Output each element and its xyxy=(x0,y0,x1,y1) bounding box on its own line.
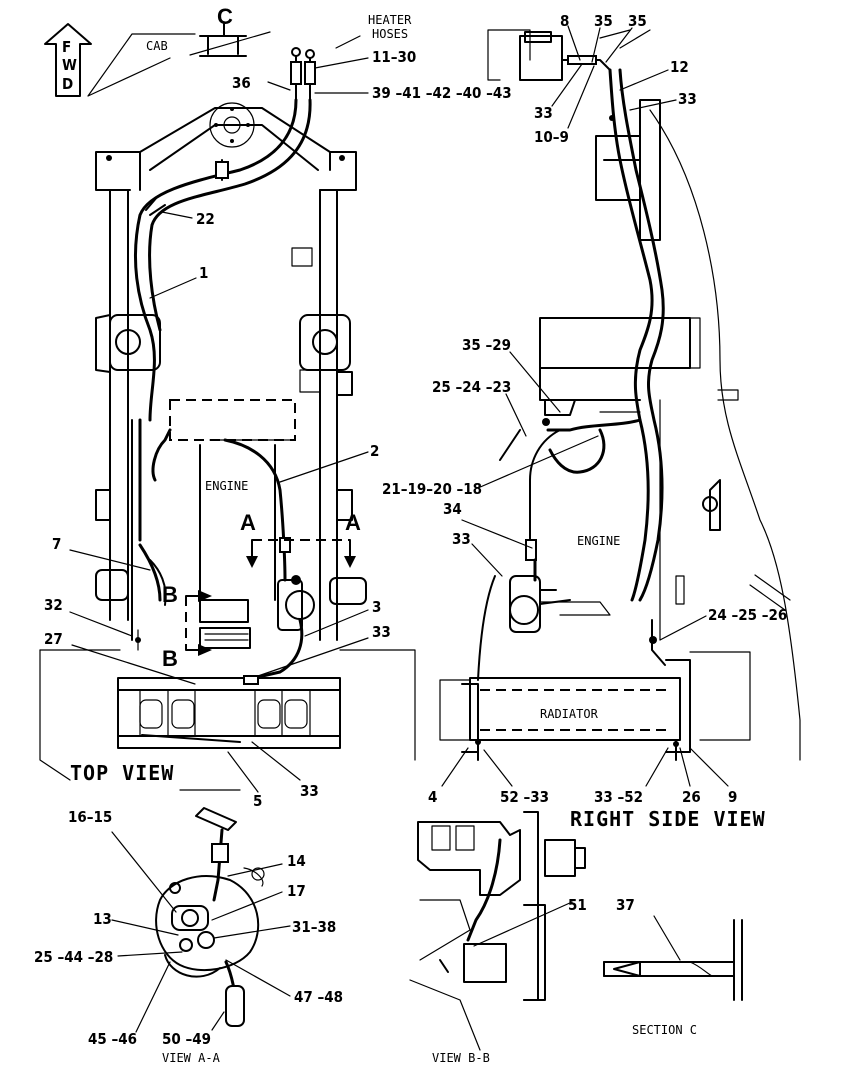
callout-33-top: 33 xyxy=(372,623,391,641)
callout-25-24-23: 25 –24 –23 xyxy=(432,378,511,396)
callout-1: 1 xyxy=(199,264,208,282)
fwd-letter-w: W xyxy=(62,56,77,74)
hose-routing-top xyxy=(131,98,312,743)
callout-9: 9 xyxy=(728,788,737,806)
top-view-frame: ENGINE xyxy=(39,102,416,791)
callout-2: 2 xyxy=(370,442,379,460)
callout-25-44-28: 25 –44 –28 xyxy=(34,948,113,966)
callout-39-41-42-40-43: 39 –41 –42 –40 –43 xyxy=(372,84,512,102)
callout-26: 26 xyxy=(682,788,701,806)
callout-12: 12 xyxy=(670,58,689,76)
cab-label: CAB xyxy=(146,39,168,53)
callout-5: 5 xyxy=(253,792,262,810)
callout-17: 17 xyxy=(287,882,306,900)
right-side-view: ENGINE RADIATOR xyxy=(439,29,801,761)
section-a-right-marker: A xyxy=(345,510,361,535)
right-side-view-title: RIGHT SIDE VIEW xyxy=(570,807,766,831)
callout-35a: 35 xyxy=(594,12,613,30)
cab-outline: CAB C xyxy=(87,4,271,97)
engine-label-top: ENGINE xyxy=(205,479,248,493)
callouts-right-view: 8 35 35 12 33 33 10–9 35 –29 25 –24 –23 … xyxy=(382,12,787,806)
radiator-label: RADIATOR xyxy=(540,707,599,721)
top-view-title: TOP VIEW xyxy=(70,761,174,785)
callout-7: 7 xyxy=(52,535,61,553)
callouts-top-view: 36 11–30 39 –41 –42 –40 –43 22 1 2 7 32 … xyxy=(44,48,512,810)
fwd-letter-d: D xyxy=(62,75,73,93)
heater-label-line1: HEATER xyxy=(368,13,412,27)
callout-27: 27 xyxy=(44,630,63,648)
view-bb: 51 VIEW B-B xyxy=(409,811,587,1065)
callout-33-rs2: 33 xyxy=(534,104,553,122)
section-c-marker: C xyxy=(217,4,233,29)
callout-50-49: 50 –49 xyxy=(162,1030,211,1048)
section-c: 37 SECTION C xyxy=(603,896,743,1037)
view-aa: 16–15 14 17 13 31–38 25 –44 –28 47 –48 4… xyxy=(34,807,343,1065)
view-aa-title: VIEW A-A xyxy=(162,1051,221,1065)
heater-label-line2: HOSES xyxy=(372,27,408,41)
callout-47-48: 47 –48 xyxy=(294,988,343,1006)
callout-36: 36 xyxy=(232,74,251,92)
callout-4: 4 xyxy=(428,788,437,806)
callout-31-38: 31–38 xyxy=(292,918,336,936)
callout-13: 13 xyxy=(93,910,112,928)
view-bb-title: VIEW B-B xyxy=(432,1051,490,1065)
callout-21-19-20-18: 21–19–20 –18 xyxy=(382,480,482,498)
section-b-bottom-marker: B xyxy=(162,646,178,671)
heater-hoses-top: HEATER HOSES xyxy=(290,13,412,101)
callout-3: 3 xyxy=(372,598,381,616)
callout-24-25-26: 24 –25 –26 xyxy=(708,606,787,624)
section-b-top-marker: B xyxy=(162,582,178,607)
callout-11-30: 11–30 xyxy=(372,48,416,66)
fwd-letter-f: F xyxy=(62,38,71,56)
callout-35b: 35 xyxy=(628,12,647,30)
callout-10-9: 10–9 xyxy=(534,128,569,146)
callout-35-29: 35 –29 xyxy=(462,336,511,354)
callout-8: 8 xyxy=(560,12,569,30)
callout-34: 34 xyxy=(443,500,462,518)
engine-label-side: ENGINE xyxy=(577,534,620,548)
callout-33-52: 33 –52 xyxy=(594,788,643,806)
section-a-left-marker: A xyxy=(240,510,256,535)
callout-37: 37 xyxy=(616,896,635,914)
callout-32: 32 xyxy=(44,596,63,614)
callout-14: 14 xyxy=(287,852,306,870)
section-c-title: SECTION C xyxy=(632,1023,697,1037)
fwd-arrow: F W D xyxy=(44,23,92,97)
callout-45-46: 45 –46 xyxy=(88,1030,137,1048)
callout-33-bottom: 33 xyxy=(300,782,319,800)
callout-16-15: 16–15 xyxy=(68,808,112,826)
callout-52-33: 52 –33 xyxy=(500,788,549,806)
section-markers-top: A A B B xyxy=(162,510,361,671)
hose-routing-right xyxy=(475,68,679,761)
callout-33-rs1: 33 xyxy=(678,90,697,108)
callout-22: 22 xyxy=(196,210,215,228)
callout-51: 51 xyxy=(568,896,587,914)
callout-33-rs3: 33 xyxy=(452,530,471,548)
